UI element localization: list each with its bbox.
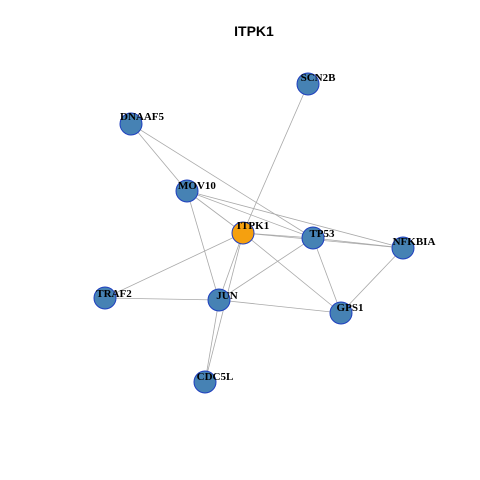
node-label-scn2b: SCN2B bbox=[301, 72, 337, 84]
edge-itpk1-gps1 bbox=[242, 232, 342, 314]
node-itpk1: ITPK1 bbox=[231, 220, 269, 245]
node-traf2: TRAF2 bbox=[93, 286, 132, 310]
node-circle-scn2b bbox=[296, 72, 320, 96]
node-label-jun: JUN bbox=[216, 290, 237, 302]
node-label-gps1: GPS1 bbox=[337, 302, 364, 314]
node-scn2b: SCN2B bbox=[296, 72, 337, 96]
node-circle-gps1 bbox=[329, 301, 353, 325]
edge-dnaaf5-tp53 bbox=[130, 123, 314, 239]
node-circle-mov10 bbox=[175, 179, 199, 203]
edge-nfkbia-gps1 bbox=[340, 247, 404, 314]
diagram-title: ITPK1 bbox=[234, 23, 274, 39]
node-gps1: GPS1 bbox=[329, 301, 364, 325]
node-label-tp53: TP53 bbox=[309, 228, 335, 240]
node-label-itpk1: ITPK1 bbox=[237, 220, 269, 232]
edge-mov10-tp53 bbox=[186, 190, 314, 239]
node-label-traf2: TRAF2 bbox=[96, 288, 132, 300]
node-circle-cdc5l bbox=[193, 370, 217, 394]
edge-traf2-jun bbox=[104, 297, 220, 301]
edge-mov10-jun bbox=[186, 190, 220, 301]
node-tp53: TP53 bbox=[301, 226, 335, 250]
node-cdc5l: CDC5L bbox=[193, 370, 234, 394]
node-mov10: MOV10 bbox=[175, 179, 216, 203]
edge-jun-cdc5l bbox=[204, 299, 220, 383]
edge-tp53-jun bbox=[218, 237, 314, 301]
node-circle-tp53 bbox=[301, 226, 325, 250]
edge-layer bbox=[104, 83, 404, 383]
edge-itpk1-scn2b bbox=[242, 83, 309, 234]
edge-itpk1-jun bbox=[218, 232, 244, 301]
edge-itpk1-traf2 bbox=[104, 232, 244, 299]
edge-tp53-gps1 bbox=[312, 237, 342, 314]
node-label-mov10: MOV10 bbox=[178, 180, 216, 192]
node-circle-jun bbox=[207, 288, 231, 312]
edge-mov10-nfkbia bbox=[186, 190, 404, 249]
node-nfkbia: NFKBIA bbox=[391, 236, 436, 260]
node-circle-itpk1 bbox=[231, 221, 255, 245]
node-jun: JUN bbox=[207, 288, 238, 312]
node-circle-dnaaf5 bbox=[119, 112, 143, 136]
node-dnaaf5: DNAAF5 bbox=[119, 111, 164, 136]
node-label-dnaaf5: DNAAF5 bbox=[120, 111, 164, 123]
edge-jun-gps1 bbox=[218, 299, 342, 314]
node-circle-nfkbia bbox=[391, 236, 415, 260]
node-label-nfkbia: NFKBIA bbox=[393, 236, 436, 248]
edge-itpk1-mov10 bbox=[186, 190, 244, 234]
node-label-cdc5l: CDC5L bbox=[197, 371, 234, 383]
edge-dnaaf5-mov10 bbox=[130, 123, 188, 192]
edge-tp53-nfkbia bbox=[312, 237, 404, 249]
node-circle-traf2 bbox=[93, 286, 117, 310]
